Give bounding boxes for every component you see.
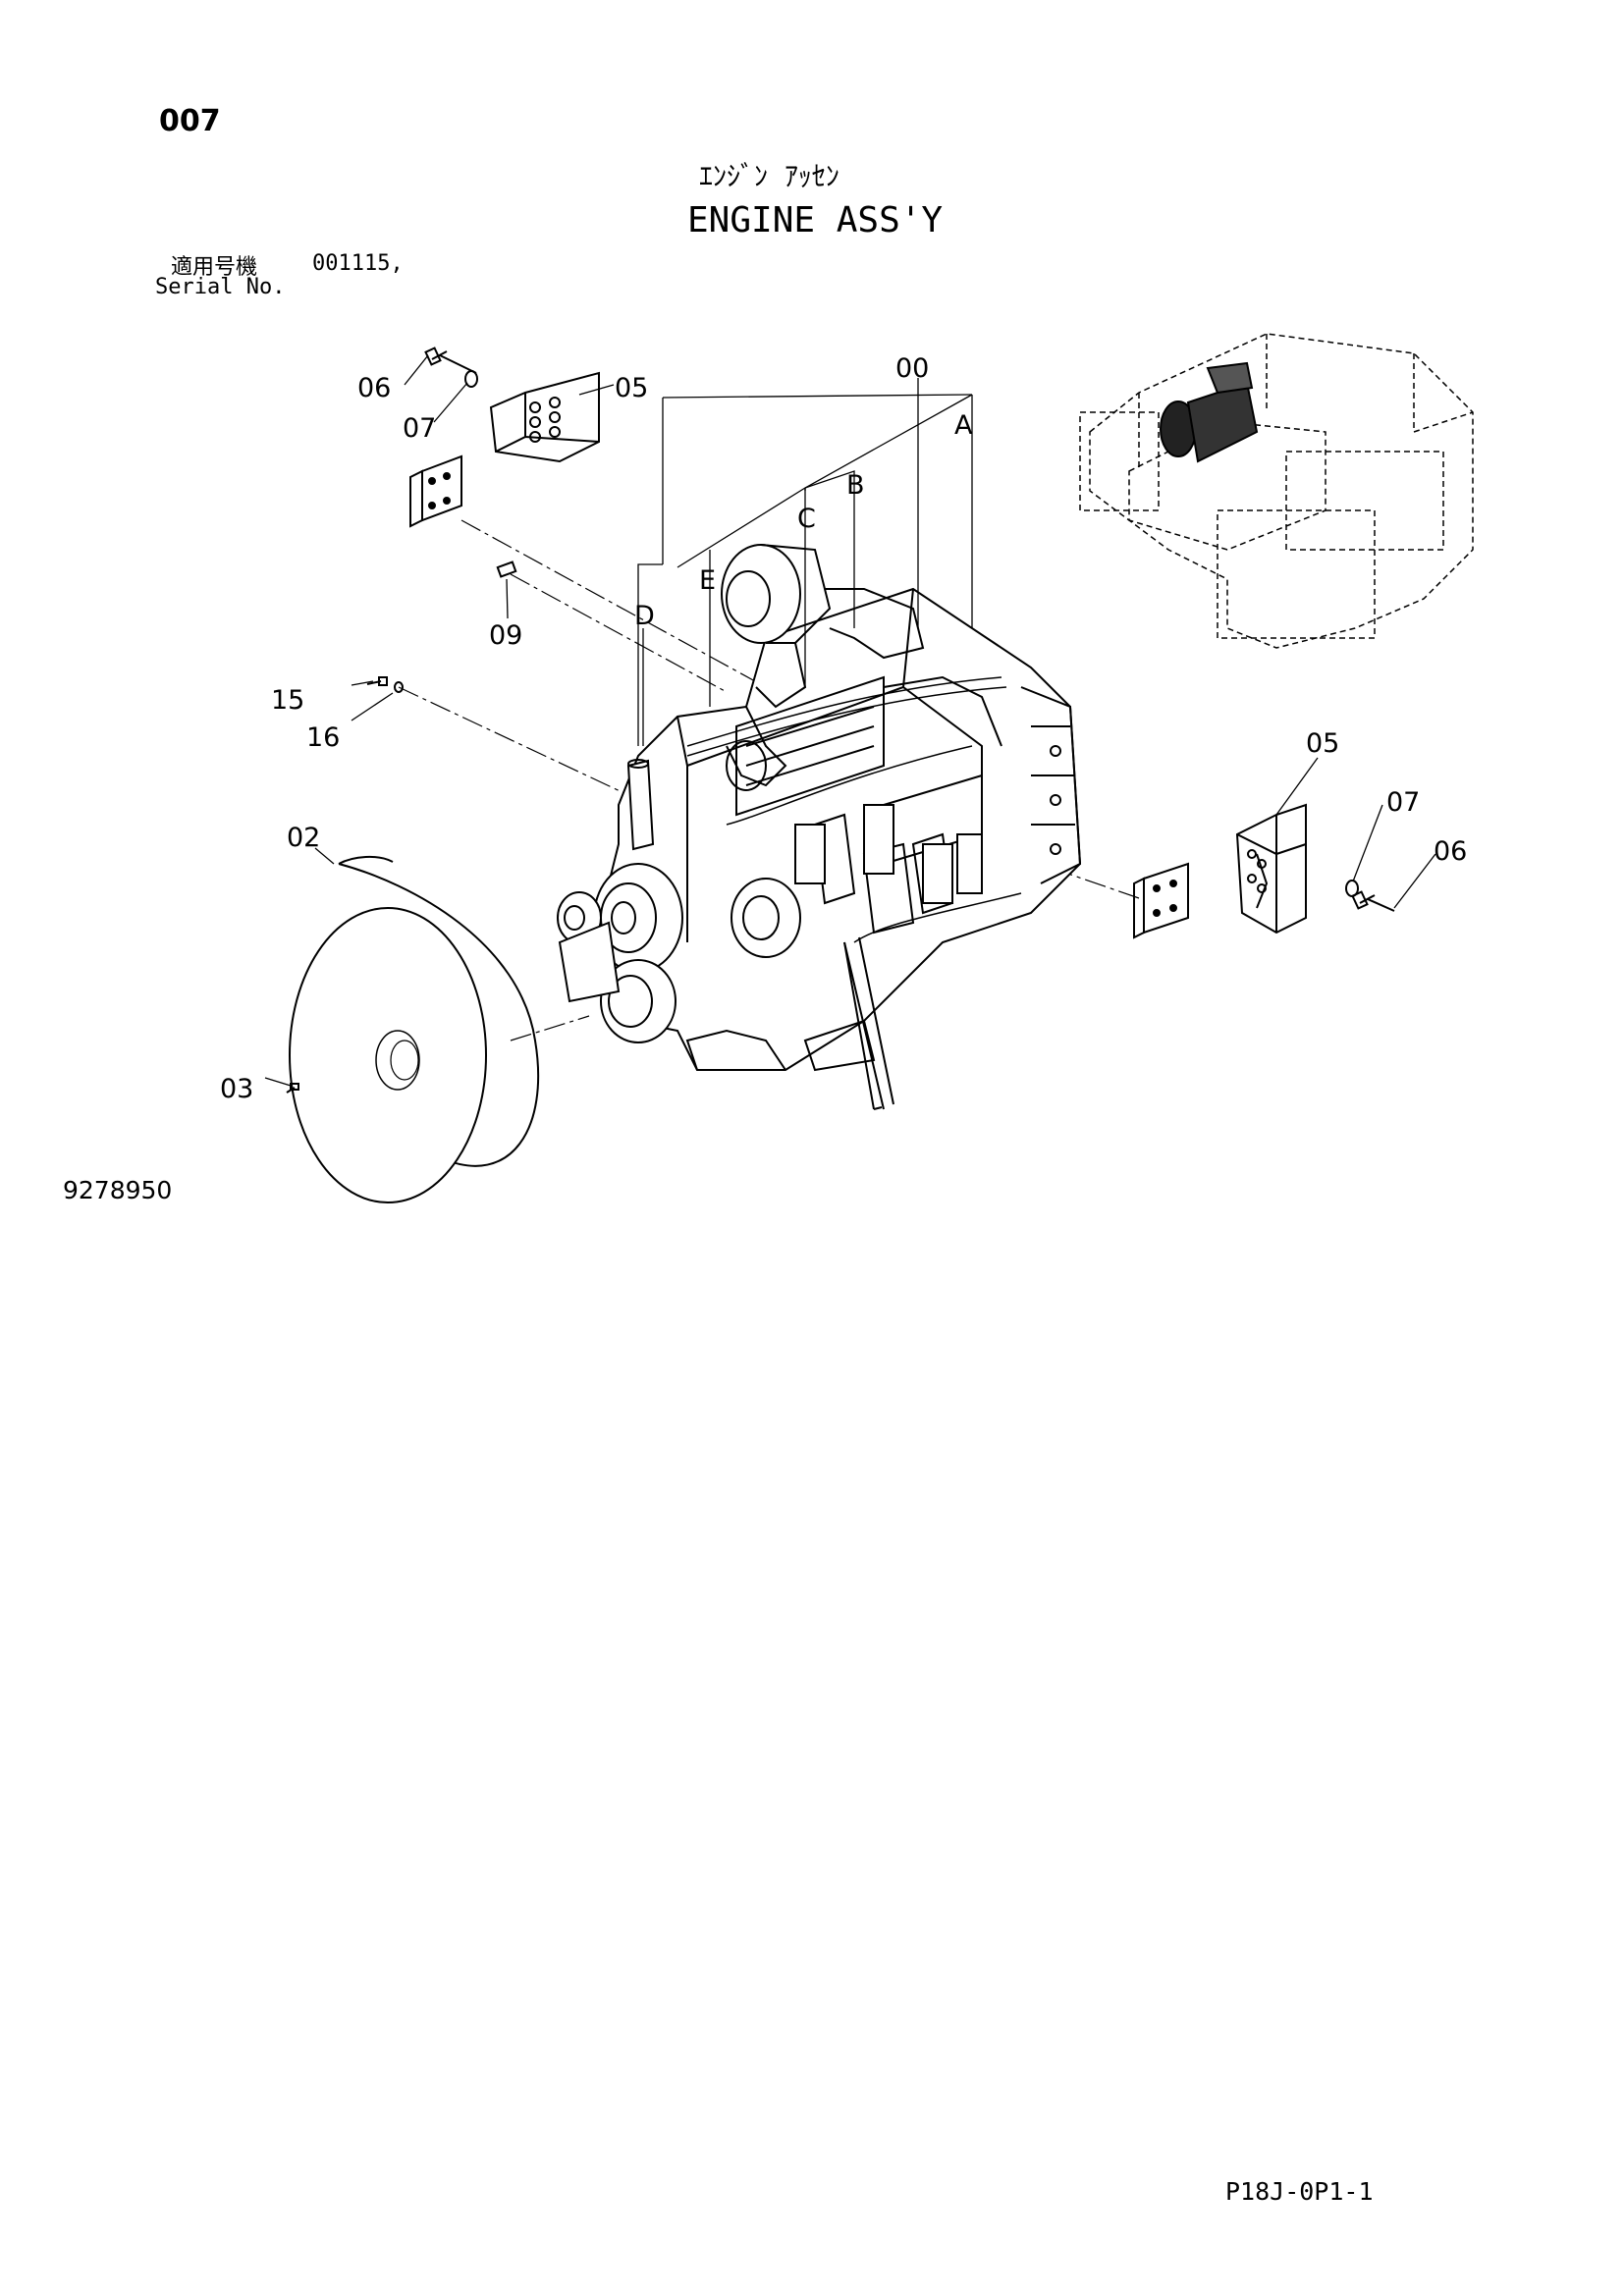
sheet-code: P18J-0P1-1 <box>1225 2177 1374 2206</box>
title-japanese: ｴﾝｼﾞﾝ ｱｯｾﾝ <box>699 160 839 192</box>
part-15 <box>366 676 388 686</box>
machine-location-thumbnail <box>1079 333 1474 649</box>
callout-09: 09 <box>489 620 522 651</box>
callouts: 00 A B C D E 02 03 05 05 06 06 07 07 09 … <box>220 353 1467 1104</box>
serial-value: 001115, <box>312 251 404 276</box>
part-09 <box>496 561 517 578</box>
callout-16: 16 <box>306 722 340 753</box>
engine-mount-bracket-upper <box>489 371 600 463</box>
callout-B: B <box>846 470 865 501</box>
engine-mount-plate-upper <box>409 454 462 528</box>
callout-A: A <box>954 410 973 441</box>
fan-pulley <box>600 959 677 1043</box>
thumbnail-engine <box>1160 361 1259 463</box>
engine-body <box>597 587 1082 1110</box>
callout-06-right: 06 <box>1434 836 1467 867</box>
dipstick <box>843 941 883 1110</box>
leader-lines <box>264 354 1436 1087</box>
callout-D: D <box>634 601 655 631</box>
engine-mount-bracket-right <box>1235 803 1307 934</box>
intake-pipe <box>726 588 925 791</box>
callout-02: 02 <box>287 823 320 853</box>
crank-pulley <box>593 863 683 973</box>
flywheel-disc-02 <box>289 856 540 1203</box>
harness-lines <box>686 676 1022 943</box>
callout-15: 15 <box>271 685 304 716</box>
washer-07-upper <box>464 370 478 388</box>
callout-00: 00 <box>895 353 929 384</box>
filter-canisters <box>794 804 983 904</box>
callout-06-upper: 06 <box>357 373 391 403</box>
alternator <box>731 878 801 958</box>
callout-C: C <box>797 504 816 534</box>
exhaust-stack <box>626 759 655 851</box>
bolt-06-upper <box>424 347 477 374</box>
callout-E: E <box>699 565 716 596</box>
bolt-03 <box>286 1083 299 1094</box>
title-english: ENGINE ASS'Y <box>687 200 944 240</box>
bolt-06-right <box>1351 890 1395 912</box>
page-number: 007 <box>159 104 221 138</box>
drawing-number: 9278950 <box>63 1176 173 1204</box>
part-16 <box>394 681 404 693</box>
serial-label-english: Serial No. <box>155 275 286 299</box>
engine-mount-plate-right <box>1133 862 1189 939</box>
callout-05-upper: 05 <box>615 373 648 403</box>
callout-07-upper: 07 <box>403 413 436 444</box>
front-support <box>558 921 621 1003</box>
callout-05-right: 05 <box>1306 728 1339 759</box>
callout-03: 03 <box>220 1074 253 1104</box>
callout-07-right: 07 <box>1386 787 1420 818</box>
turbocharger <box>721 544 832 709</box>
serial-label-japanese: 適用号機 <box>171 255 258 280</box>
